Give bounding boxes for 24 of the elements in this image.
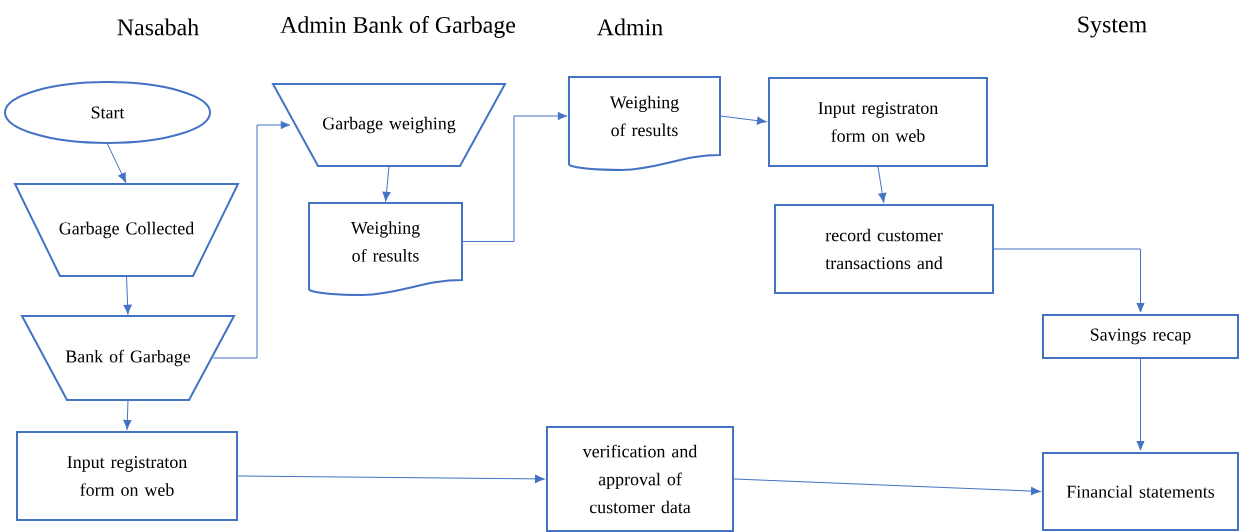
arrow — [719, 115, 767, 125]
arrow — [733, 478, 1041, 496]
lane-heading: Nasabah — [117, 18, 199, 36]
arrow — [107, 143, 127, 183]
lane-heading: System — [1078, 16, 1147, 38]
arrow — [1136, 358, 1145, 451]
lane-heading: Admin — [597, 18, 663, 36]
arrow — [993, 248, 1145, 313]
process-box: record customer transactions and — [774, 204, 994, 294]
arrow — [877, 166, 887, 203]
process-box: Input registraton form on web — [16, 431, 238, 521]
arrow — [212, 120, 291, 359]
lane-heading: Admin Bank of Garbage — [280, 16, 516, 38]
arrow — [123, 275, 132, 315]
process-box: Input registraton form on web — [768, 77, 988, 167]
process-box: Savings recap — [1042, 314, 1239, 359]
arrow — [461, 111, 568, 242]
arrow — [382, 165, 391, 202]
arrow — [237, 474, 545, 483]
document-shape: Weighing of results — [308, 202, 463, 296]
process-box: verification and approval of customer data — [546, 426, 734, 532]
arrow — [123, 399, 132, 430]
document-shape: Weighing of results — [568, 76, 721, 171]
process-box: Financial statements — [1042, 452, 1239, 531]
